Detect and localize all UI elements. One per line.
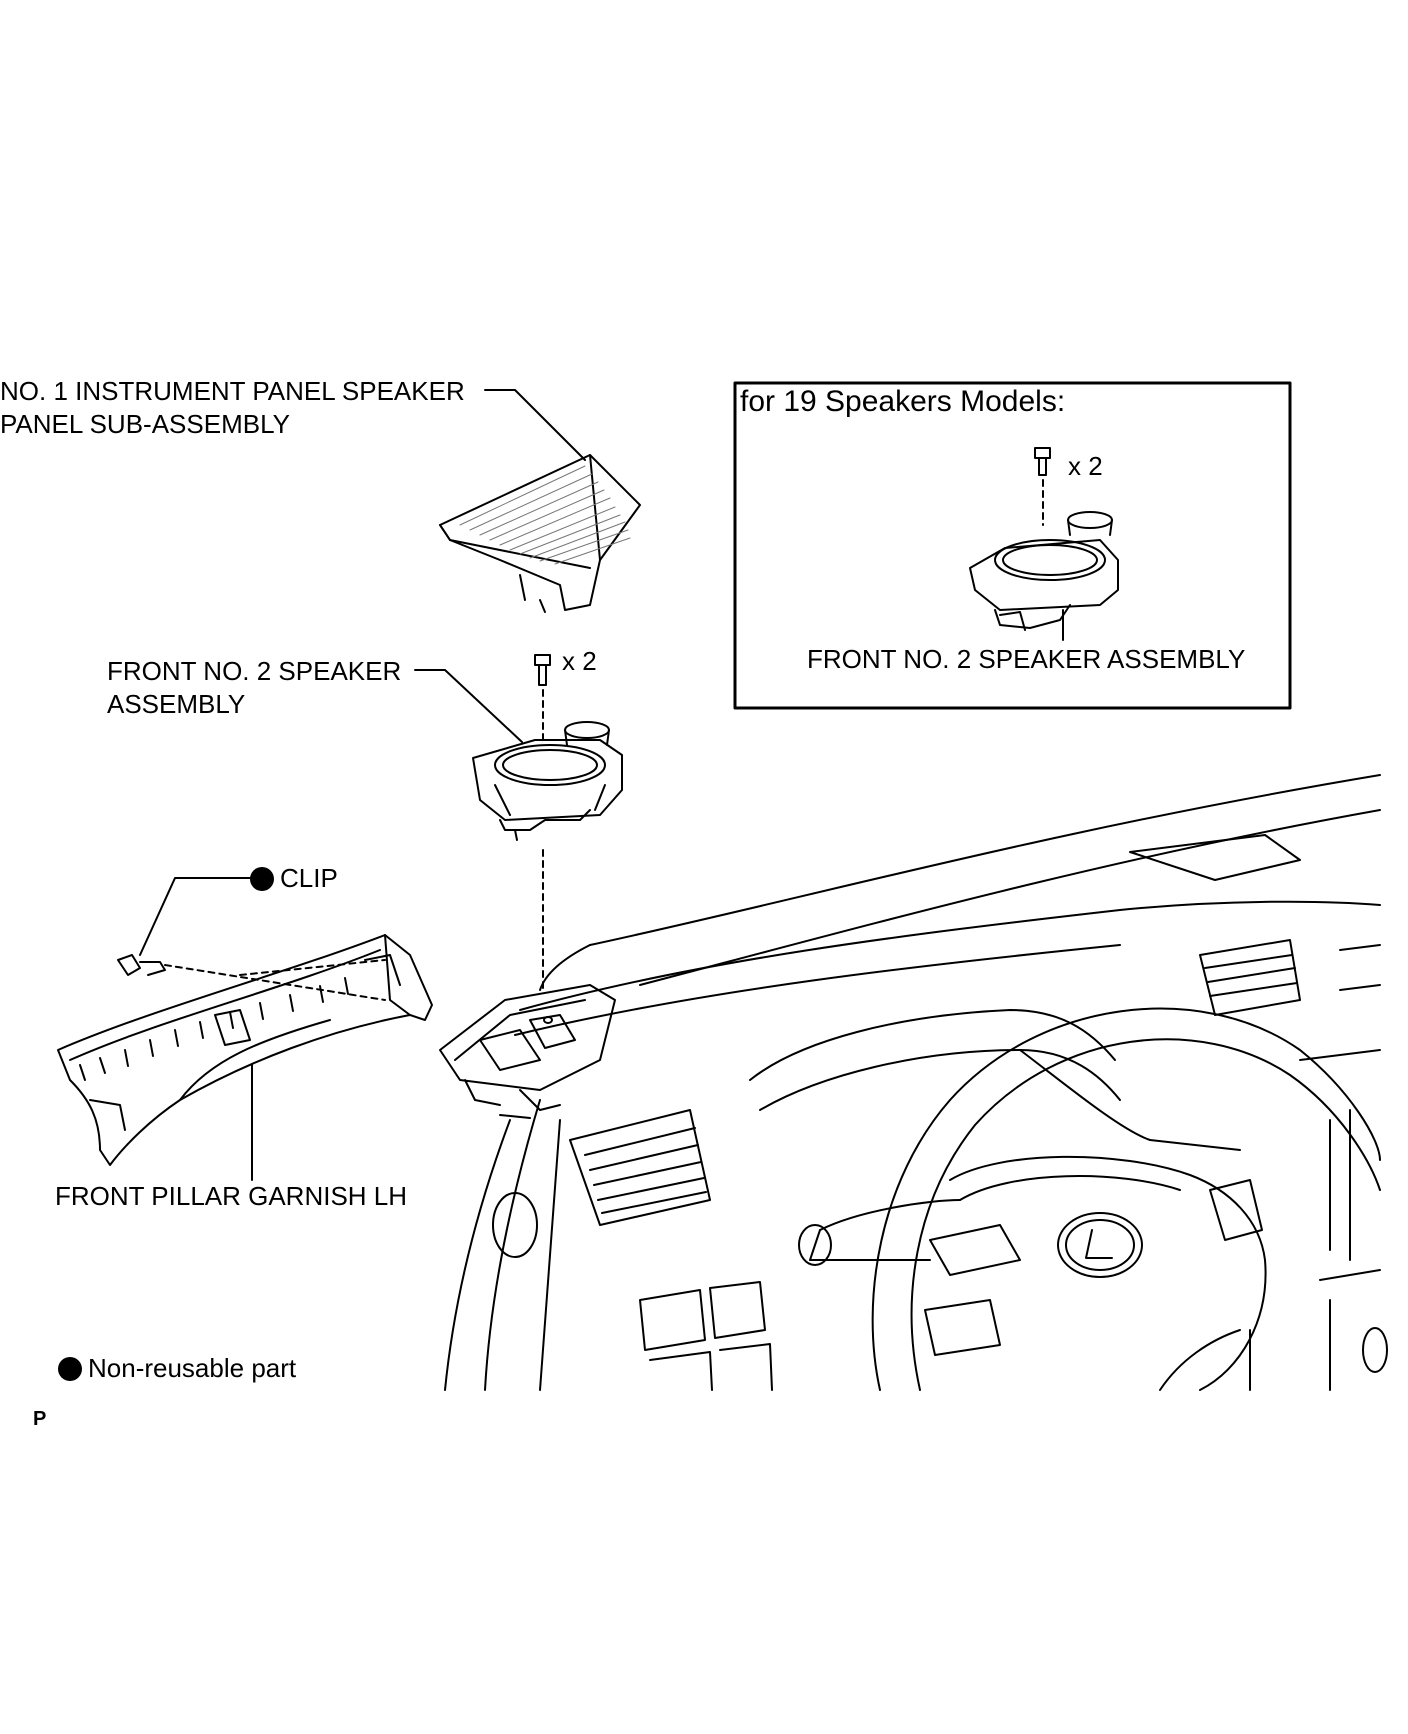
figure-code: P (33, 1408, 47, 1430)
clip-label: CLIP (250, 862, 338, 895)
front-speaker-assembly-part (472, 654, 623, 991)
panel-label: NO. 1 INSTRUMENT PANEL SPEAKER PANEL SUB… (0, 375, 465, 441)
speaker-label: FRONT NO. 2 SPEAKER ASSEMBLY (107, 655, 401, 721)
bolt-icon (1034, 447, 1051, 476)
filled-circle-icon (250, 867, 274, 891)
garnish-label: FRONT PILLAR GARNISH LH (55, 1181, 408, 1211)
clip-label-text: CLIP (280, 863, 338, 893)
leader-lines (139, 389, 1064, 1181)
filled-circle-icon (58, 1357, 82, 1381)
pillar-garnish-part (57, 934, 433, 1166)
panel-label-line2: PANEL SUB-ASSEMBLY (0, 409, 290, 439)
bolt-icon (534, 654, 551, 686)
inset-box (733, 381, 1292, 710)
speaker-panel-part (439, 454, 641, 613)
legend: Non-reusable part (58, 1352, 296, 1385)
legend-text: Non-reusable part (88, 1353, 297, 1383)
qty-main-label: x 2 (562, 646, 597, 676)
dashboard-illustration (439, 774, 1388, 1391)
panel-label-line1: NO. 1 INSTRUMENT PANEL SPEAKER (0, 376, 465, 406)
inset-title: for 19 Speakers Models: (740, 385, 1066, 418)
clip-part (117, 954, 166, 976)
inset-speaker-label: FRONT NO. 2 SPEAKER ASSEMBLY (807, 644, 1246, 674)
speaker-label-line2: ASSEMBLY (107, 689, 246, 719)
qty-inset-label: x 2 (1068, 451, 1103, 481)
speaker-label-line1: FRONT NO. 2 SPEAKER (107, 656, 402, 686)
